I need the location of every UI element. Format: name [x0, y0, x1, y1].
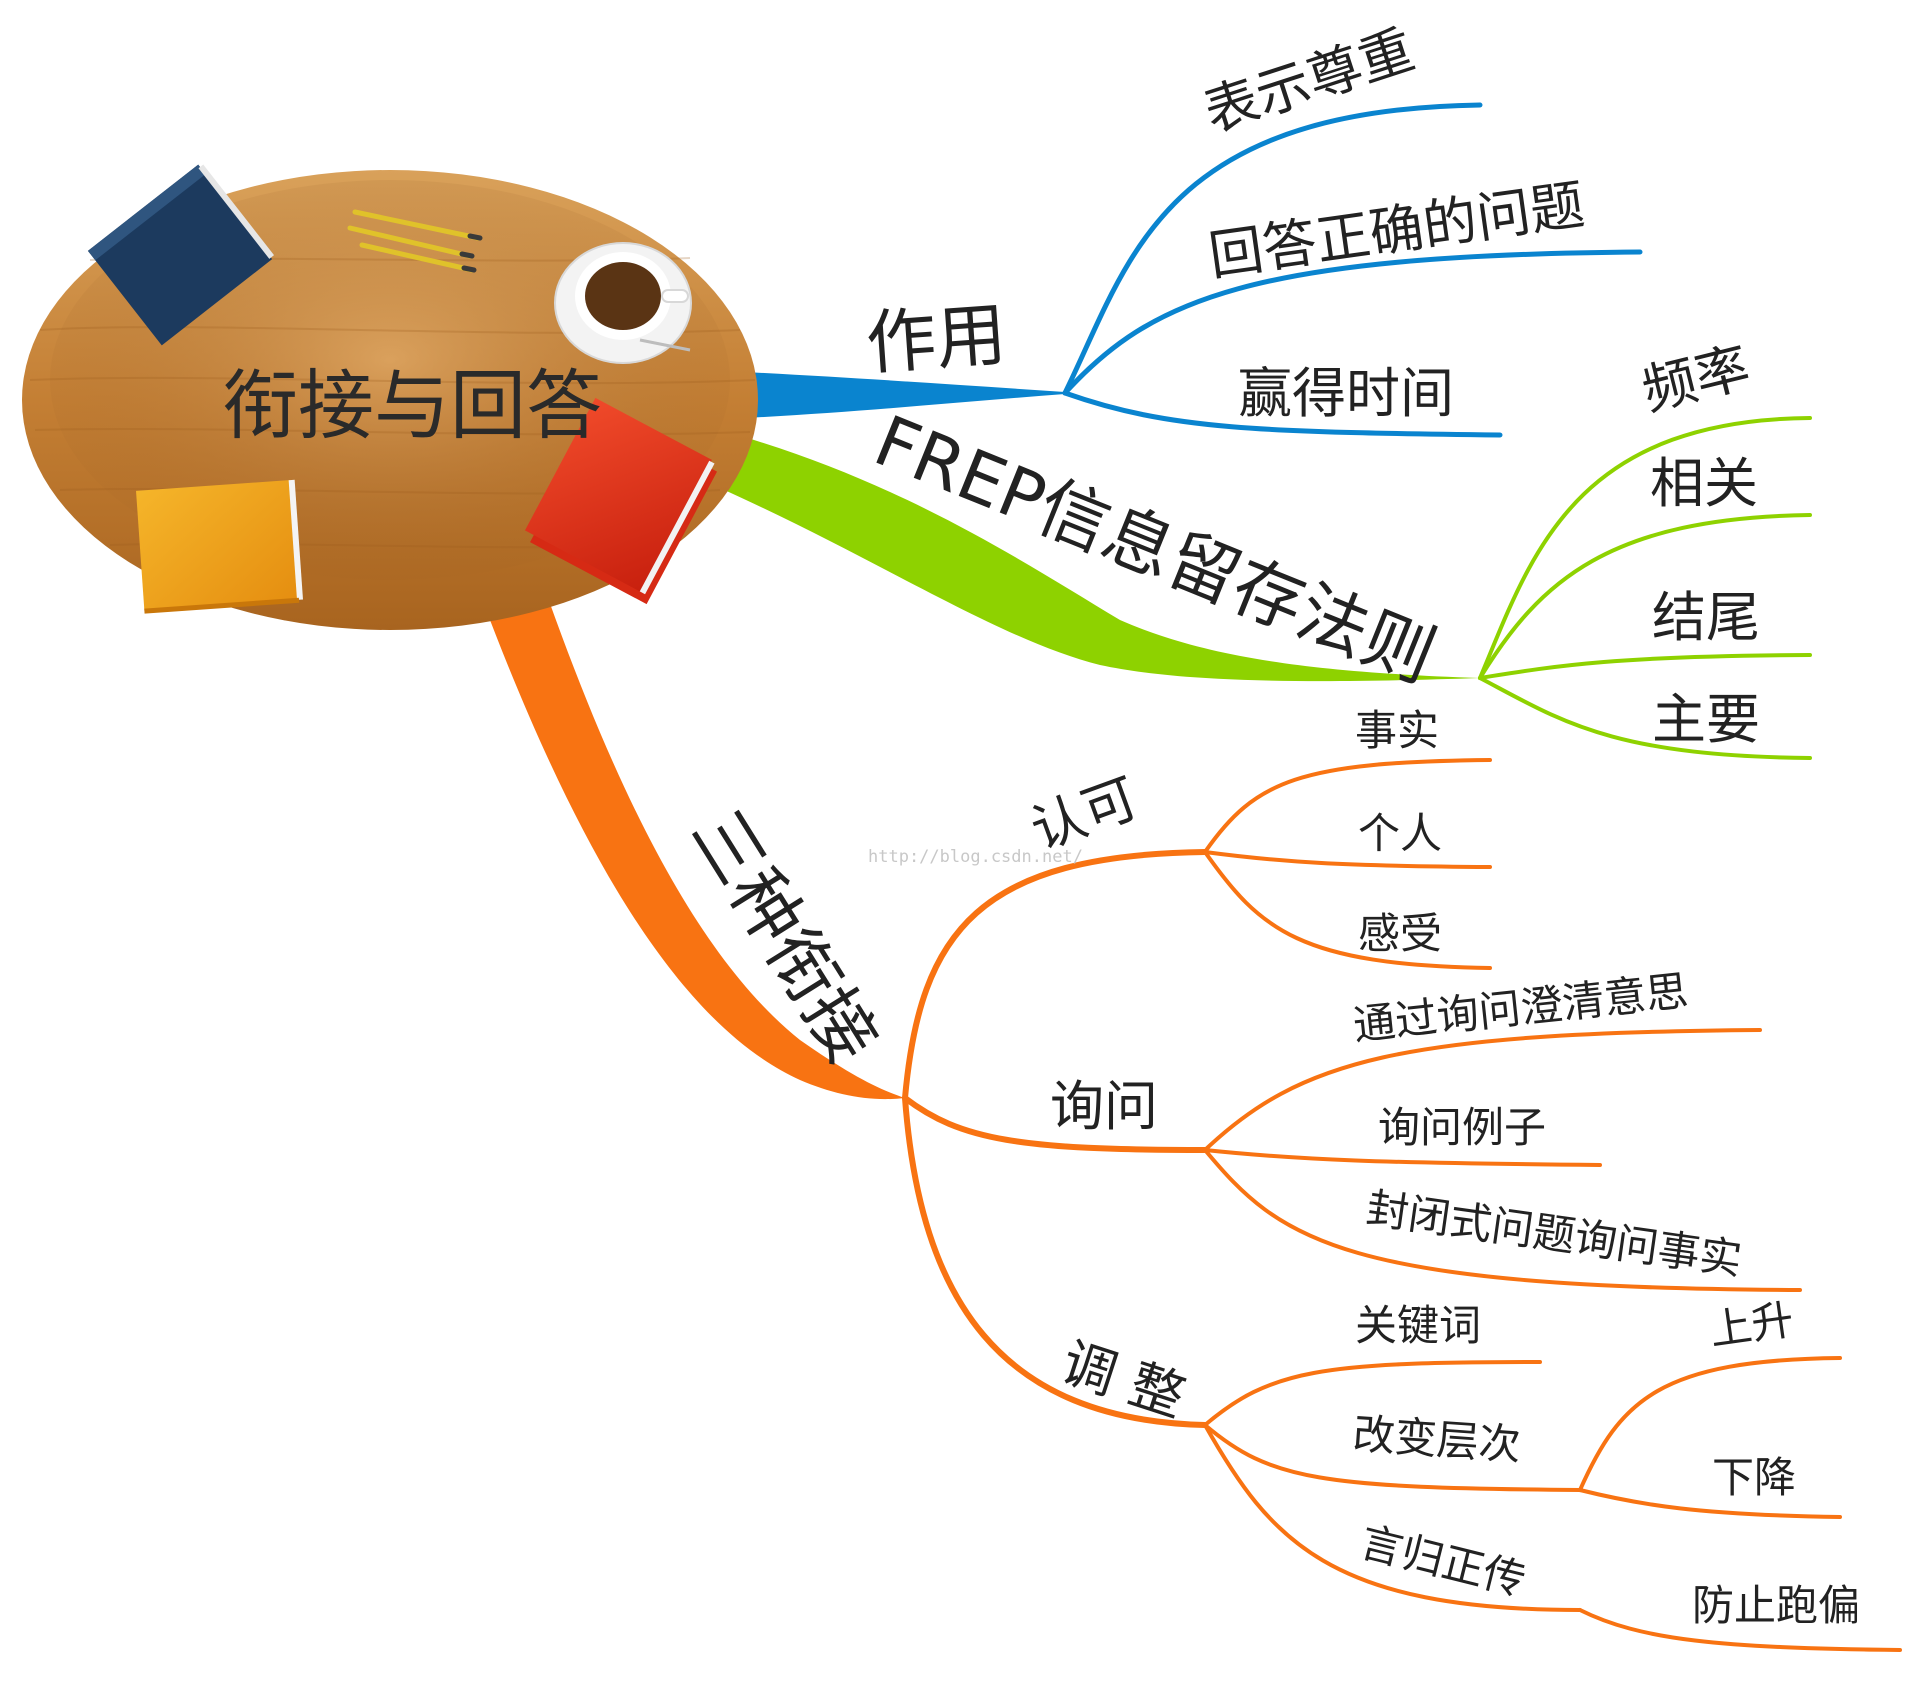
branch-frep-connector [720, 430, 1480, 682]
watermark: http://blog.csdn.net/ [868, 847, 1083, 867]
label-huida-wenti: 回答正确的问题 [1205, 173, 1588, 288]
branch-pinlv [1478, 416, 1812, 680]
root-node: 衔接与回答 [22, 164, 758, 630]
branch-zuoyong-connector [745, 372, 1065, 418]
label-xunwen: 询问 [1050, 1075, 1158, 1138]
branch-yingde-shijian [1062, 390, 1503, 438]
book-blue-icon [87, 164, 275, 346]
branch-tiaozheng [902, 1095, 1208, 1428]
label-fangzhi: 防止跑偏 [1692, 1581, 1860, 1630]
root-label: 衔接与回答 [222, 361, 602, 450]
branch-renke [902, 849, 1208, 1101]
label-yangui: 言归正传 [1356, 1517, 1531, 1605]
branch-xiangguan [1478, 513, 1812, 680]
label-pinlv: 频率 [1636, 335, 1756, 422]
branch-ganshou [1203, 850, 1492, 970]
branch-yangui [1203, 1423, 1582, 1612]
branch-biaoshi-zunzhong [1062, 102, 1483, 396]
branch-jiewei [1478, 653, 1812, 680]
label-fengbishi: 封闭式问题询问事实 [1364, 1183, 1745, 1284]
label-shangsheng: 上升 [1707, 1295, 1797, 1355]
branch-guanjianci [1203, 1360, 1542, 1427]
branch-shishi [1203, 758, 1492, 854]
branch-gaibian [1203, 1423, 1582, 1492]
branch-fangzhi [1578, 1608, 1902, 1652]
label-xiajiang: 下降 [1712, 1453, 1796, 1502]
label-ganshou: 感受 [1358, 909, 1442, 958]
branch-sanzhong-connector [490, 598, 905, 1100]
branch-xiajiang [1578, 1488, 1842, 1519]
label-jiewei: 结尾 [1652, 586, 1760, 649]
book-red-icon [524, 397, 718, 605]
branch-xunwen [902, 1095, 1208, 1153]
label-guanjianci: 关键词 [1355, 1301, 1481, 1350]
label-lizi: 询问例子 [1378, 1103, 1546, 1152]
label-yingde-shijian: 赢得时间 [1238, 362, 1454, 425]
branch-lizi [1203, 1148, 1602, 1167]
coffee-cup-icon [554, 242, 692, 364]
label-shishi: 事实 [1355, 706, 1439, 755]
branch-label-zuoyong: 作用 [863, 293, 1008, 385]
label-gaibian: 改变层次 [1351, 1409, 1522, 1470]
label-zhuyao: 主要 [1652, 688, 1760, 751]
branch-fengbishi [1203, 1148, 1802, 1292]
branch-geren [1203, 850, 1492, 869]
book-yellow-icon [136, 479, 303, 614]
branch-huida-wenti [1062, 249, 1643, 396]
branch-zhuyao [1478, 676, 1812, 760]
pencils-icon [347, 209, 483, 273]
branch-chengqing [1203, 1028, 1762, 1152]
label-xiangguan: 相关 [1650, 452, 1758, 515]
branch-shangsheng [1578, 1356, 1842, 1492]
label-geren: 个人 [1358, 809, 1442, 858]
